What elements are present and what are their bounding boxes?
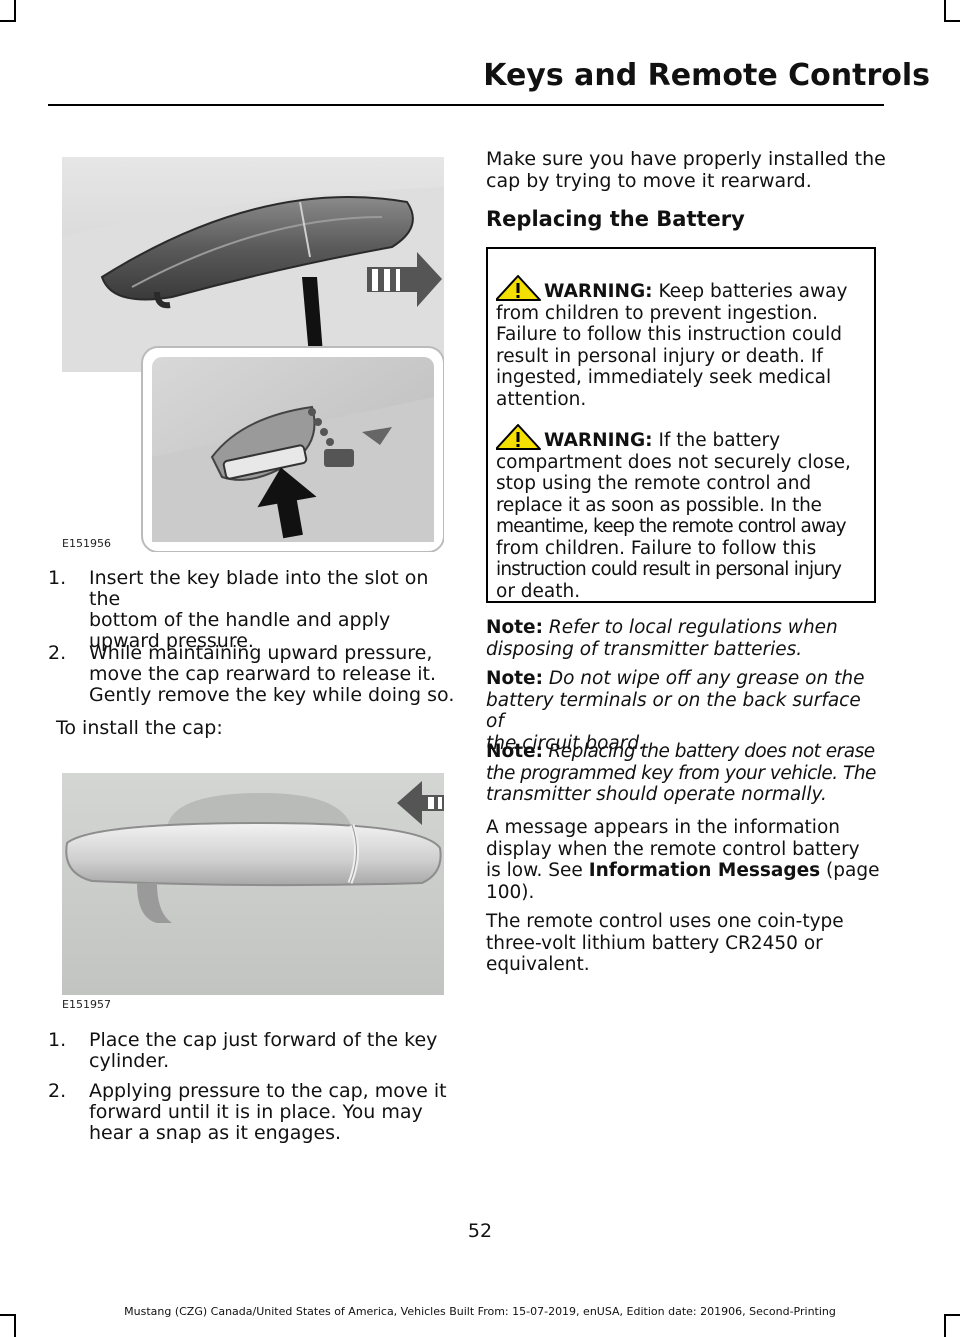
text-line: the programmed key from your vehicle. Th…	[486, 762, 876, 784]
figure-id: E151956	[62, 537, 111, 550]
step-number: 2.	[48, 1080, 67, 1102]
crop-mark	[944, 1314, 946, 1337]
text-line: upward pressure.	[89, 630, 254, 652]
note-paragraph: Note: Replacing the battery does not era…	[486, 741, 881, 806]
text-line: result in personal injury or death. If	[496, 345, 823, 367]
text-line: move the cap rearward to release it.	[89, 663, 437, 685]
text-line: Failure to follow this instruction could	[496, 324, 842, 345]
note-label: Note:	[486, 617, 543, 638]
text-line: three-volt lithium battery CR2450 or	[486, 932, 823, 954]
text-line: forward until it is in place. You may	[89, 1101, 423, 1123]
warning-box: WARNING: Keep batteries away from childr…	[486, 247, 876, 603]
step-text: While maintaining upward pressure, move …	[89, 643, 454, 706]
text-line: transmitter should operate normally.	[486, 784, 827, 805]
warning-paragraph: WARNING: Keep batteries away from childr…	[496, 275, 872, 410]
text-line: ingested, immediately seek medical	[496, 367, 832, 388]
crop-mark	[14, 1314, 16, 1337]
figure-cap-removal: E151956	[62, 157, 444, 552]
crop-mark	[944, 1314, 960, 1316]
figure-id: E151957	[62, 998, 111, 1011]
step-text: Place the cap just forward of the key cy…	[89, 1030, 437, 1072]
text-line: Do not wipe off any grease on the	[542, 668, 865, 689]
page-title: Keys and Remote Controls	[483, 58, 930, 93]
text-line: If the battery	[652, 430, 781, 451]
message-paragraph: A message appears in the information dis…	[486, 817, 881, 903]
intro-paragraph: Make sure you have properly installed th…	[486, 148, 886, 192]
text-line: Replacing the battery does not erase	[542, 741, 875, 762]
text-line: 100).	[486, 881, 535, 903]
section-heading: Replacing the Battery	[486, 207, 745, 231]
text-line: cylinder.	[89, 1050, 170, 1072]
crop-mark	[0, 1314, 16, 1316]
page-number: 52	[467, 1220, 493, 1242]
footer-text: Mustang (CZG) Canada/United States of Am…	[124, 1305, 836, 1318]
text-line: Gently remove the key while doing so.	[89, 684, 455, 706]
text-line: Keep batteries away	[652, 281, 848, 302]
cross-reference-link[interactable]: Information Messages	[588, 860, 821, 881]
note-label: Note:	[486, 741, 543, 762]
warning-triangle-icon	[496, 424, 541, 450]
warning-triangle-icon	[496, 275, 541, 301]
text-line: Applying pressure to the cap, move it	[89, 1080, 447, 1102]
step-number: 1.	[48, 567, 67, 589]
text-line: is low. See	[486, 860, 589, 881]
crop-mark	[0, 20, 16, 22]
note-paragraph: Note: Refer to local regulations when di…	[486, 617, 881, 660]
crop-mark	[944, 0, 946, 22]
arrow-up-icon	[257, 467, 317, 539]
text-line: (page	[820, 860, 880, 881]
text-line: or death.	[496, 580, 581, 602]
text-line: bottom of the handle and apply	[89, 609, 391, 631]
text-line: disposing of transmitter batteries.	[486, 638, 803, 660]
arrow-left-icon	[397, 781, 444, 825]
header-divider	[48, 104, 884, 106]
install-intro: To install the cap:	[56, 717, 223, 739]
figure-cap-install: E151957	[62, 773, 444, 1023]
step-number: 1.	[48, 1029, 67, 1051]
text-line: stop using the remote control and	[496, 473, 812, 494]
cap-install-illustration	[62, 773, 444, 995]
text-line: hear a snap as it engages.	[89, 1122, 342, 1144]
battery-paragraph: The remote control uses one coin-type th…	[486, 911, 881, 976]
step-number: 2.	[48, 642, 67, 664]
text-line: display when the remote control battery	[486, 838, 860, 860]
warning-label: WARNING:	[544, 430, 653, 451]
text-line: compartment does not securely close,	[496, 451, 851, 473]
list-item: 2. Applying pressure to the cap, move it…	[48, 1081, 458, 1151]
text-line: Make sure you have properly installed th…	[486, 148, 886, 170]
warning-label: WARNING:	[544, 281, 653, 302]
text-line: replace it as soon as possible. In the	[496, 494, 822, 516]
crop-mark	[944, 20, 960, 22]
text-line: equivalent.	[486, 954, 590, 975]
text-line: meantime, keep the remote control away	[496, 516, 847, 537]
arrow-right-icon	[367, 252, 442, 307]
crop-mark	[14, 0, 16, 22]
door-handle-illustration	[62, 157, 444, 552]
text-line: from children to prevent ingestion.	[496, 302, 818, 324]
text-line: battery terminals or on the back surface…	[486, 689, 861, 733]
text-line: Insert the key blade into the slot on th…	[89, 567, 429, 610]
text-line: Place the cap just forward of the key	[89, 1029, 438, 1051]
list-item: 1. Insert the key blade into the slot on…	[48, 567, 458, 652]
text-line: The remote control uses one coin-type	[486, 911, 844, 932]
step-text: Insert the key blade into the slot on th…	[89, 568, 458, 652]
warning-paragraph: WARNING: If the battery compartment does…	[496, 424, 872, 602]
text-line: Refer to local regulations when	[542, 617, 838, 638]
text-line: instruction could result in personal inj…	[496, 559, 842, 580]
list-item: 1. Place the cap just forward of the key…	[48, 1030, 458, 1076]
text-line: from children. Failure to follow this	[496, 537, 817, 559]
list-item: 2. While maintaining upward pressure, mo…	[48, 643, 458, 713]
text-line: cap by trying to move it rearward.	[486, 170, 812, 192]
text-line: While maintaining upward pressure,	[89, 642, 433, 664]
note-paragraph: Note: Do not wipe off any grease on the …	[486, 668, 881, 754]
text-line: the circuit board.	[486, 732, 645, 754]
text-line: A message appears in the information	[486, 817, 840, 838]
step-text: Applying pressure to the cap, move it fo…	[89, 1081, 447, 1144]
text-line: attention.	[496, 388, 587, 410]
note-label: Note:	[486, 668, 543, 689]
